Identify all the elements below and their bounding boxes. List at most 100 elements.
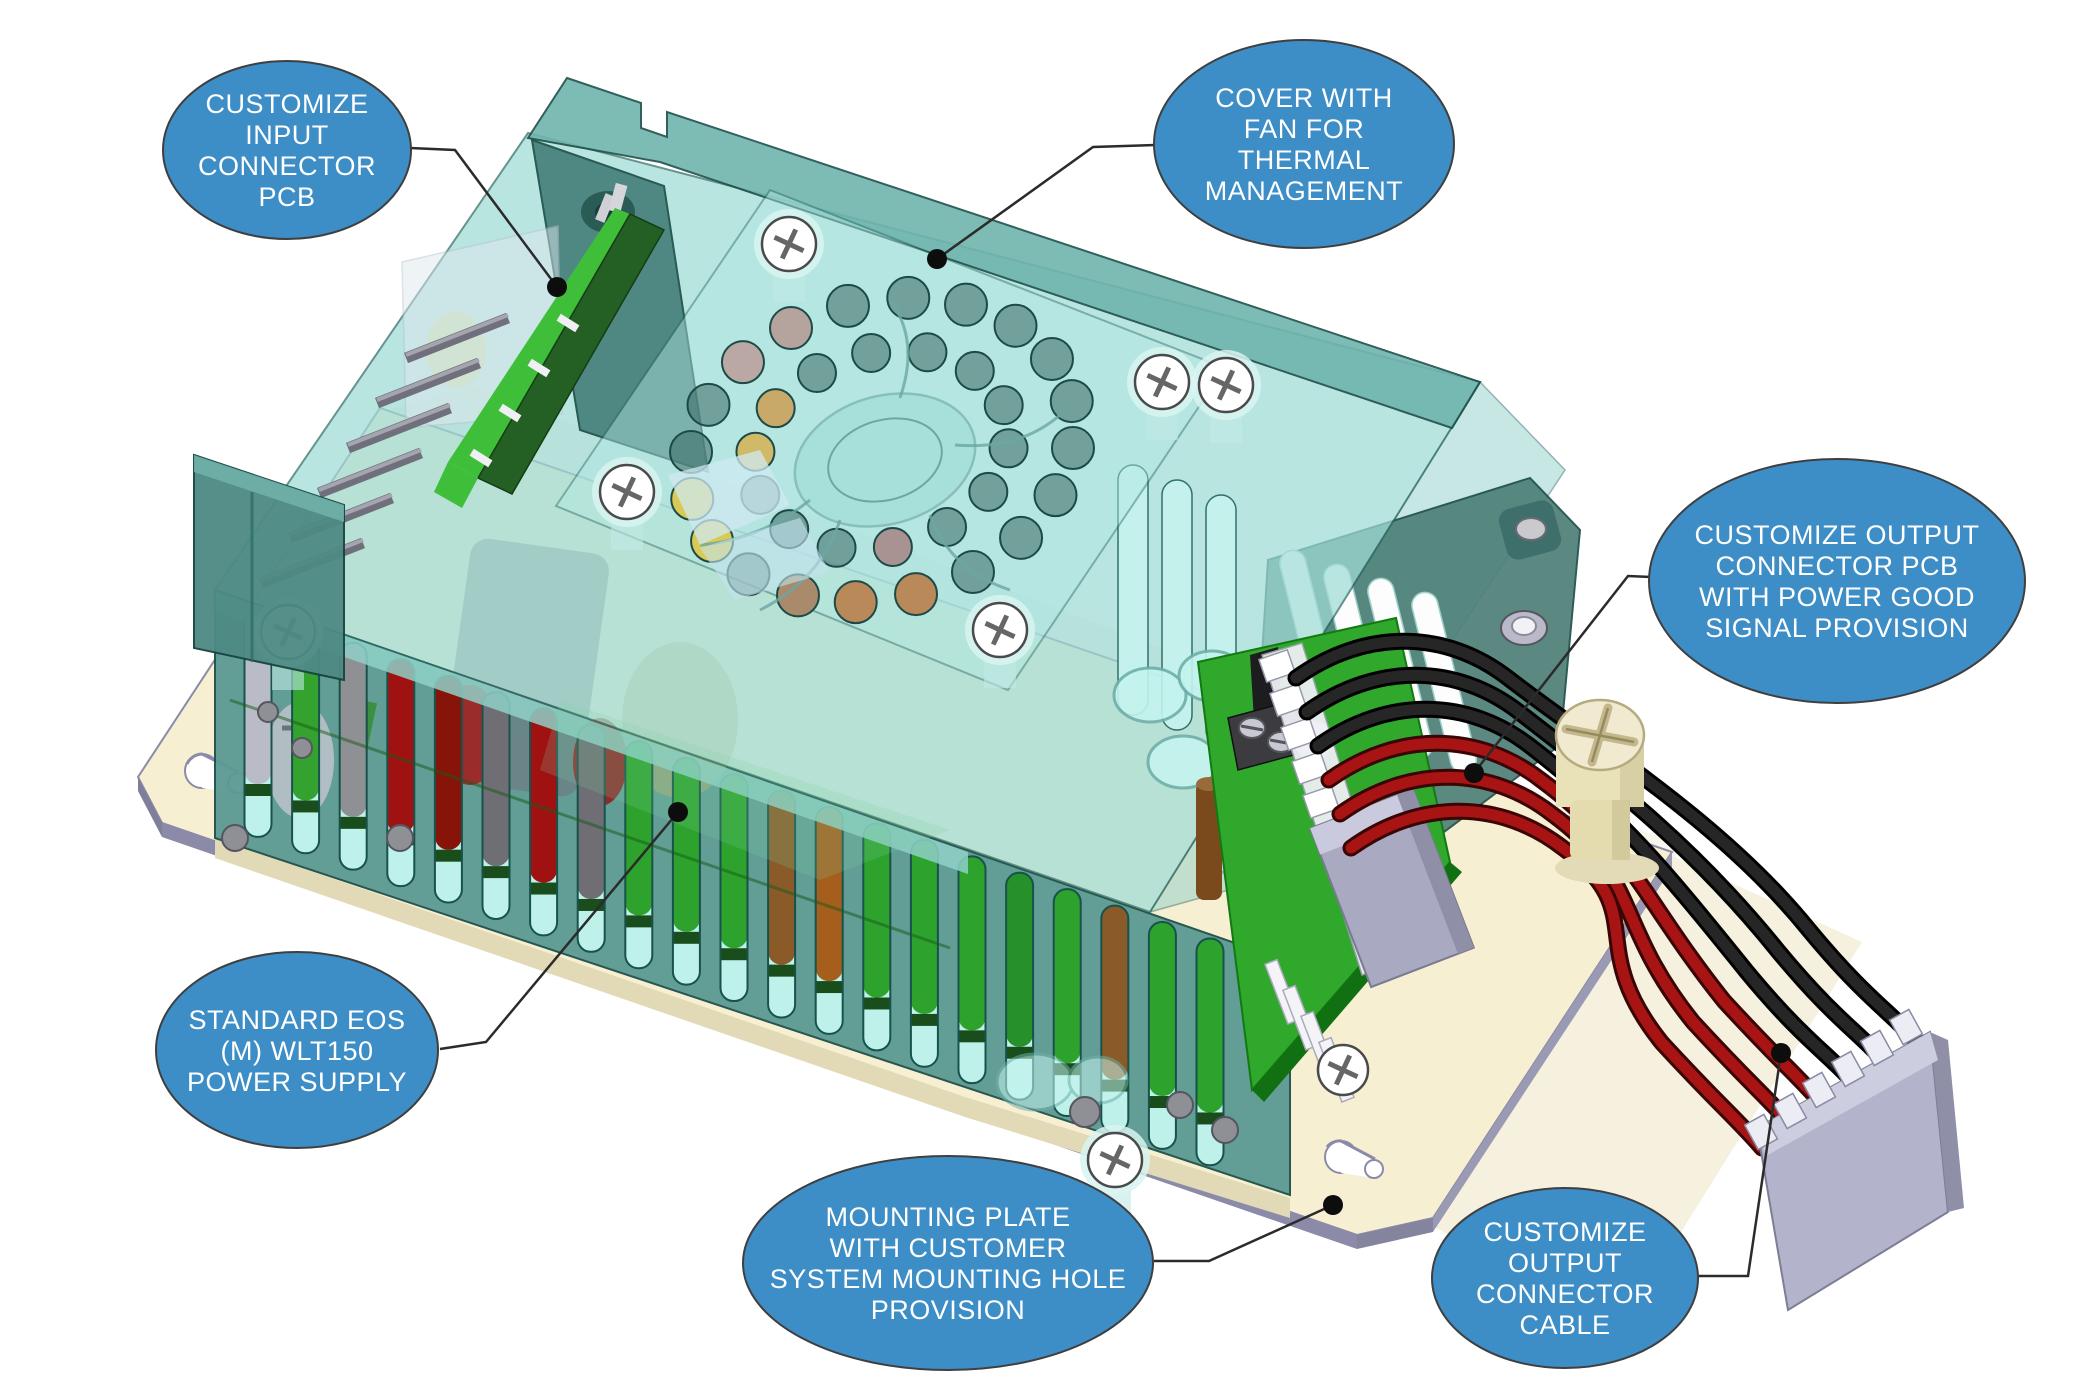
brown-standoff-rod xyxy=(1196,782,1222,900)
screw-cross xyxy=(1146,366,1178,398)
callout-text-line: PROVISION xyxy=(871,1295,1026,1325)
fan-wedge-2 xyxy=(700,518,830,600)
vent-slot-component xyxy=(1148,922,1176,1097)
screw-cross xyxy=(611,476,643,508)
vent-slot-pcb-edge xyxy=(530,882,558,895)
vent-slot-component xyxy=(625,741,653,916)
vent-slot-pcb-edge xyxy=(815,981,843,994)
callout-text-line: MOUNTING PLATE xyxy=(825,1202,1070,1232)
callout-text-line: OUTPUT xyxy=(1508,1248,1622,1278)
vent-slot-pcb-edge xyxy=(720,948,748,961)
output-cable-connector xyxy=(1743,1008,1964,1312)
vent-slot-component xyxy=(387,659,415,834)
fan-hole xyxy=(872,526,913,567)
cover-seam-strip xyxy=(215,590,968,874)
callout-text-line: STANDARD EOS xyxy=(188,1005,405,1035)
recessed-screw-boss xyxy=(1498,500,1562,560)
vent-slot-pcb-edge xyxy=(339,816,367,829)
vent-slot-pcb-edge xyxy=(910,1013,938,1026)
fan-hole xyxy=(983,385,1024,426)
vent-slot-component xyxy=(1101,905,1129,1080)
capacitors-through-face xyxy=(995,1052,1129,1112)
vent-slot-outline xyxy=(1052,888,1082,1118)
chassis-base-shade-front xyxy=(215,838,965,1117)
screw-cross xyxy=(1210,369,1242,401)
fan-hole xyxy=(968,471,1009,512)
phillips-screw xyxy=(592,457,662,550)
fan-hole xyxy=(686,382,731,427)
fan-hole xyxy=(988,428,1029,469)
vent-slot-component xyxy=(815,807,843,982)
fan-hole xyxy=(1033,473,1078,518)
fan-hole xyxy=(825,283,870,328)
phillips-screw xyxy=(1127,347,1197,440)
callout-text-line: CABLE xyxy=(1519,1310,1610,1340)
fan-hole xyxy=(907,332,948,373)
mounting-plate-corner-west xyxy=(138,777,162,837)
callout-mounting-plate: MOUNTING PLATE WITH CUSTOMER SYSTEM MOUN… xyxy=(742,1155,1154,1371)
vent-slot-pcb-edge xyxy=(625,915,653,928)
fan-hole xyxy=(944,282,989,327)
fan-hole xyxy=(851,333,892,374)
screw-cross xyxy=(1099,1144,1131,1176)
leader-power-supply xyxy=(439,802,688,1051)
vent-slot-outline xyxy=(1195,937,1225,1167)
callout-text-line: CUSTOMIZE OUTPUT xyxy=(1694,520,1979,550)
callout-output-connector-pcb: CUSTOMIZE OUTPUT CONNECTOR PCB WITH POWE… xyxy=(1648,458,2026,704)
vent-slot-component xyxy=(958,856,986,1031)
vent-slot-component xyxy=(482,692,510,867)
vent-slot-component xyxy=(1006,872,1034,1047)
leader-cover-fan xyxy=(927,143,1157,269)
fan-hole xyxy=(993,303,1038,348)
fan-hole xyxy=(954,350,995,391)
callout-text-line: (M) WLT150 xyxy=(220,1036,373,1066)
vent-slot-pcb-edge xyxy=(244,784,272,796)
screw-cross xyxy=(773,228,805,260)
pin-in-hole xyxy=(595,193,615,223)
left-bracket xyxy=(193,453,345,682)
vent-slot-component xyxy=(1196,938,1224,1113)
fan-hole xyxy=(894,572,939,617)
fan-hole xyxy=(769,306,814,351)
output-pcb-screw xyxy=(1316,1043,1370,1097)
callout-text-line: WITH POWER GOOD xyxy=(1699,582,1975,612)
keyhole-slot-right xyxy=(1324,1139,1384,1179)
input-pcb-solder-pins xyxy=(469,313,580,468)
hex-nut xyxy=(1500,610,1548,646)
callout-cover-fan: COVER WITH FAN FOR THERMAL MANAGEMENT xyxy=(1153,39,1455,249)
leader-lines xyxy=(409,143,1791,1278)
hardware-bumps xyxy=(221,701,1239,1144)
callout-text-line: PCB xyxy=(258,182,315,212)
callouts: CUSTOMIZE INPUT CONNECTOR PCB COVER WITH… xyxy=(155,39,2026,1371)
callout-text-line: CUSTOMIZE xyxy=(1483,1217,1646,1247)
input-pcb-face xyxy=(476,213,666,495)
fan-hole xyxy=(1049,379,1094,424)
input-pcb-edge xyxy=(448,208,630,478)
vent-slot-component xyxy=(1053,889,1081,1064)
vent-slot-component xyxy=(434,675,462,850)
vent-slot-component xyxy=(910,839,938,1014)
fan-hole xyxy=(833,580,878,625)
vent-slot-component xyxy=(768,790,796,965)
vent-slot-pcb-edge xyxy=(482,866,510,879)
leader-mounting-plate xyxy=(1154,1195,1343,1263)
vent-slot-pcb-edge xyxy=(863,997,891,1010)
pcb-sheen xyxy=(540,700,950,880)
callout-text-line: SIGNAL PROVISION xyxy=(1705,613,1969,643)
output-connector-pcb xyxy=(1196,616,1476,1103)
vent-slots xyxy=(243,609,1225,1167)
phillips-screw xyxy=(965,595,1035,688)
fan-wedge-1 xyxy=(668,450,790,545)
vent-slot-outline xyxy=(957,855,987,1085)
vent-slot-pcb-edge xyxy=(434,849,462,862)
callout-output-cable: CUSTOMIZE OUTPUT CONNECTOR CABLE xyxy=(1431,1187,1699,1369)
connector-side xyxy=(1930,1032,1964,1212)
fan-hole xyxy=(755,388,796,429)
vent-slot-pcb-edge xyxy=(292,800,320,813)
fan-hole xyxy=(999,515,1044,560)
callout-text-line: POWER SUPPLY xyxy=(187,1067,407,1097)
standoff-screw xyxy=(1554,698,1659,884)
fan-hole xyxy=(720,340,765,385)
mounting-plate-corner-cut xyxy=(1357,1218,1433,1249)
